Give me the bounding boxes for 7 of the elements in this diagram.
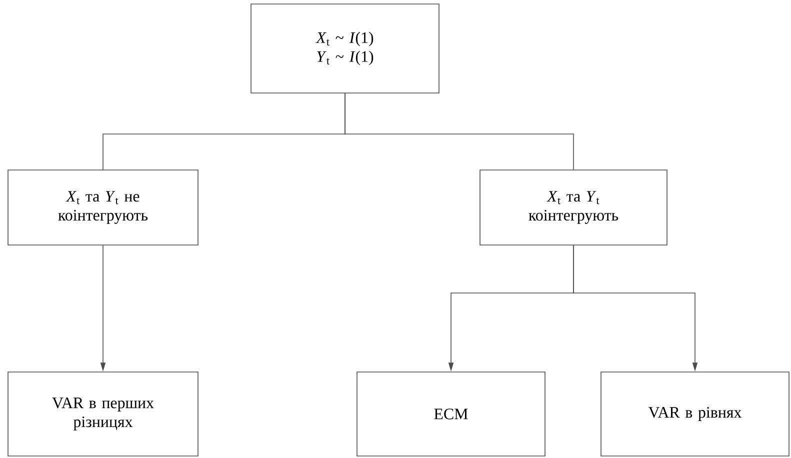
connector-line (344, 93, 574, 170)
box: X$_{t}$ та Y$_{t}$ не коінтегрують (8, 170, 198, 246)
box: VAR в рівнях (600, 372, 790, 456)
box: VAR в перших різницях (8, 372, 198, 456)
box: X$_{t}$ ~ I(1) Y$_{t}$ ~ I(1) (250, 4, 440, 94)
box: X$_{t}$ та Y$_{t}$ коінтегрують (480, 170, 668, 246)
box: ECM (356, 372, 546, 456)
